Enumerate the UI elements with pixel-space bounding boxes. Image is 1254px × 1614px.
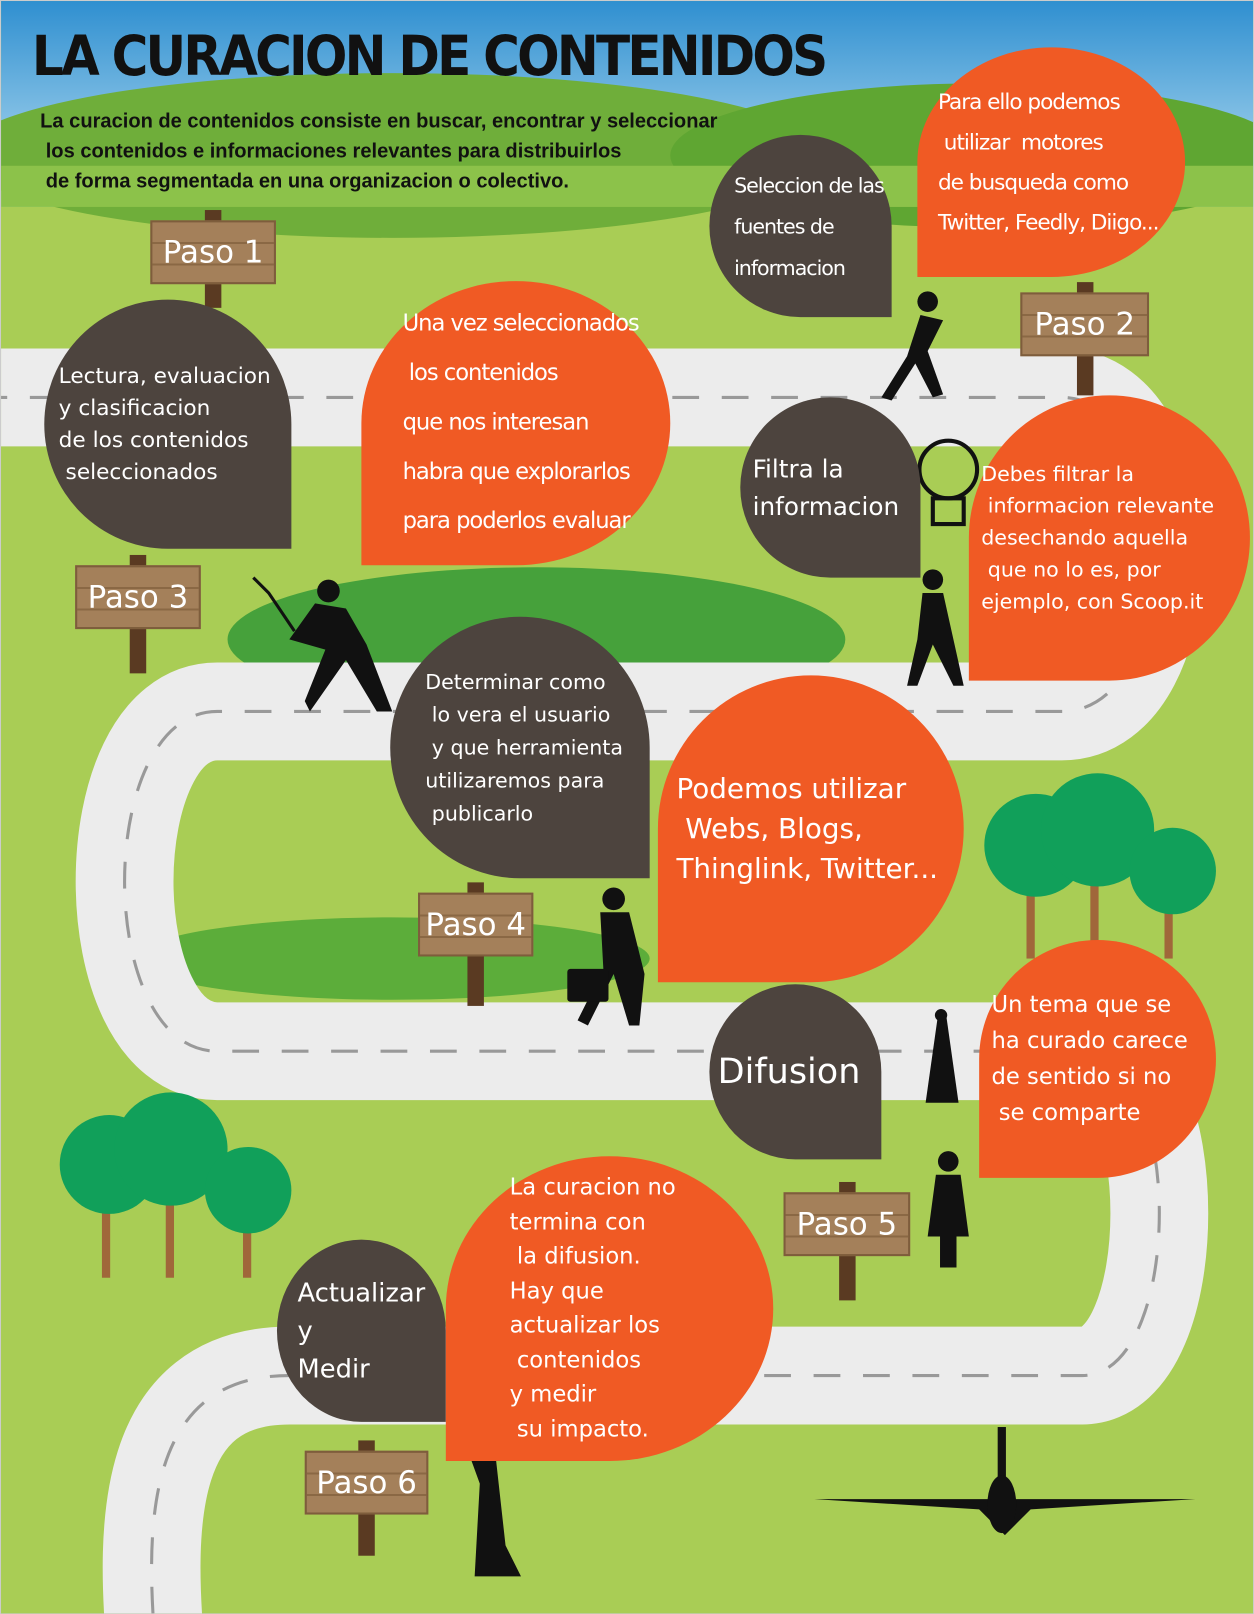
step-5-detail-bubble: Un tema que se ha curado carece de senti… [979, 940, 1216, 1178]
step-6-bubble: Actualizar y Medir [276, 1239, 446, 1422]
page-title: LA CURACION DE CONTENIDOS [31, 23, 828, 89]
sign-paso-3: Paso 3 [75, 554, 201, 674]
step-4-bubble: Determinar como lo vera el usuario y que… [390, 616, 650, 879]
step-1-bubble: Lectura, evaluacion y clasificacion de l… [44, 299, 292, 549]
step-5-bubble: Difusion [709, 984, 882, 1160]
airplane-icon [814, 1427, 1196, 1536]
sign-paso-5: Paso 5 [783, 1181, 911, 1301]
step-4-detail-bubble: Podemos utilizar Webs, Blogs, Thinglink,… [657, 675, 964, 983]
step-3-bubble: Filtra la informacion [740, 397, 921, 578]
step-6-detail-bubble: La curacion no termina con la difusion. … [445, 1156, 774, 1462]
sign-paso-1: Paso 1 [150, 210, 276, 308]
step-2-detail-bubble: Para ello podemos utilizar motores de bu… [917, 47, 1186, 277]
sign-paso-2: Paso 2 [1020, 282, 1150, 396]
step-1-detail-bubble: Una vez seleccionados los contenidos que… [361, 281, 671, 566]
step-3-detail-bubble: Debes filtrar la informacion relevante d… [968, 395, 1250, 681]
lightbulb-icon [917, 438, 980, 527]
step-2-bubble: Seleccion de las fuentes de informacion [709, 134, 892, 318]
trees-right [984, 773, 1216, 959]
person-figures [252, 291, 969, 1577]
sign-paso-6: Paso 6 [304, 1440, 429, 1556]
description: La curacion de contenidos consiste en bu… [40, 110, 718, 193]
sign-paso-4: Paso 4 [418, 882, 534, 1006]
trees-left [59, 1092, 292, 1278]
